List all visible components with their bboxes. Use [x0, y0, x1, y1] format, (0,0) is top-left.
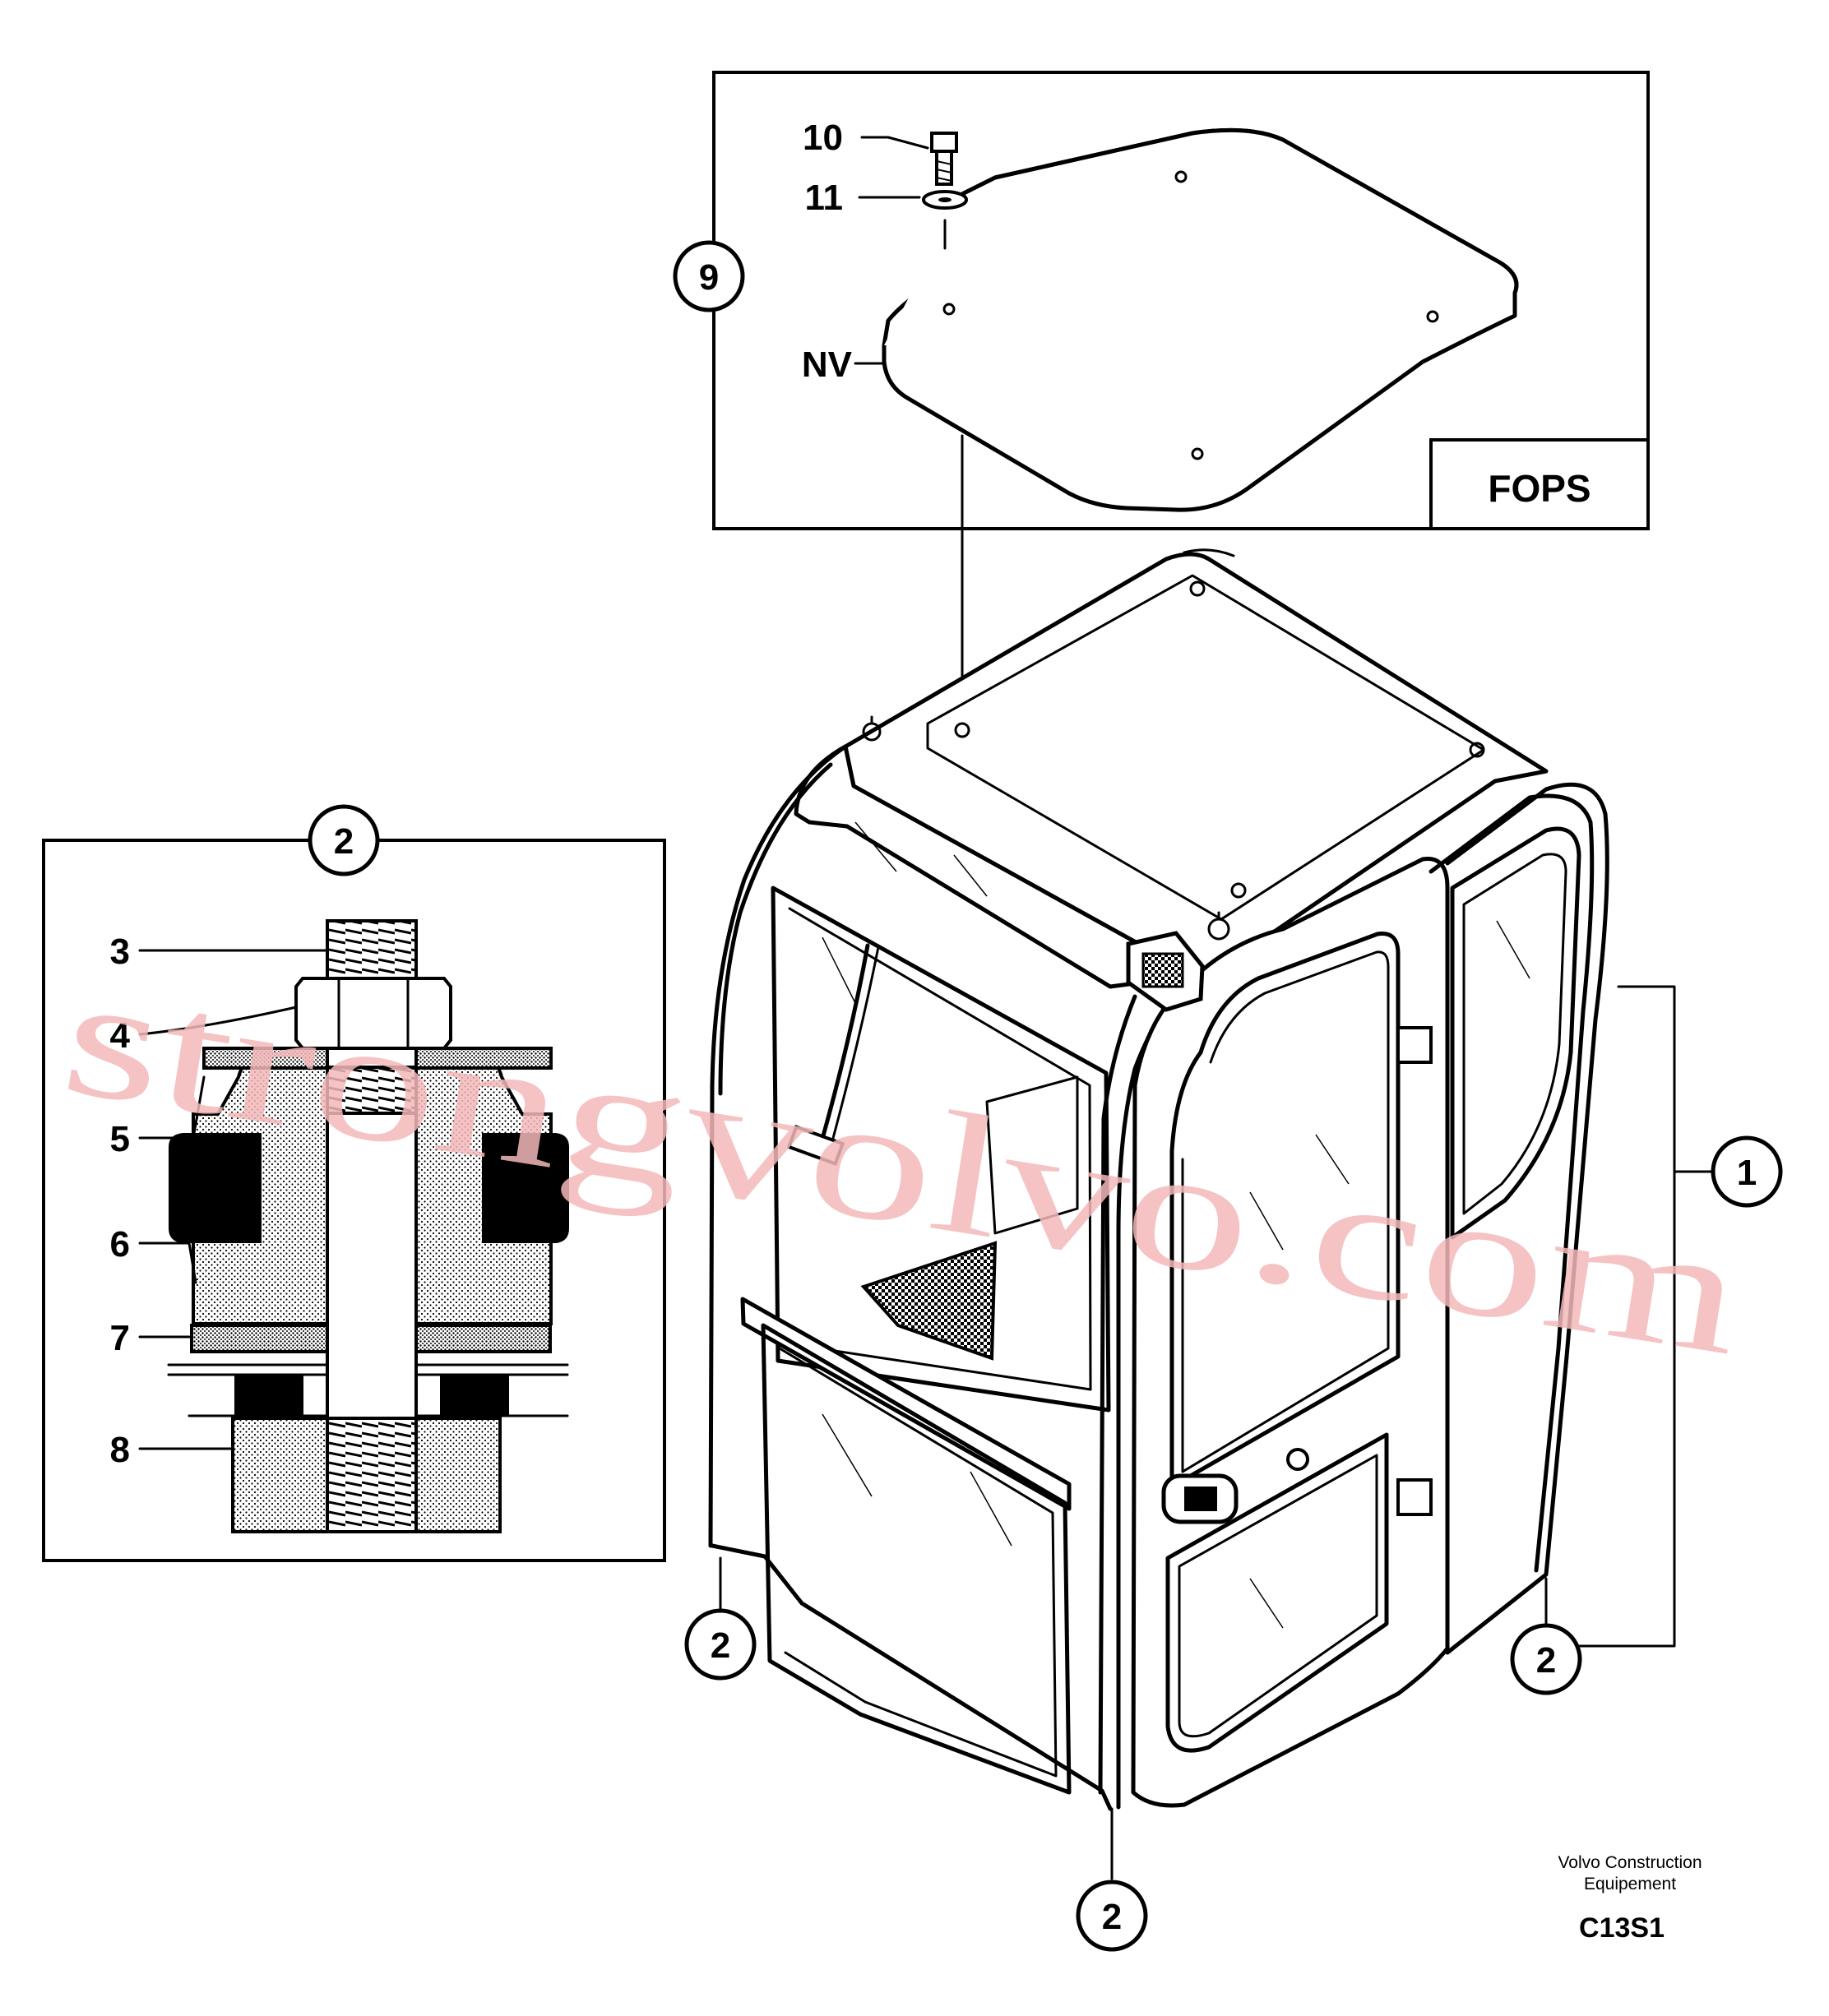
- work-light-icon: [1126, 931, 1205, 1012]
- callout-1-circle: [1711, 1135, 1783, 1208]
- callout-6-label: 6: [110, 1224, 130, 1265]
- callout-4-label: 4: [110, 1015, 131, 1056]
- company-name-line1: Volvo Construction: [1558, 1853, 1702, 1872]
- callout-9-circle: [673, 240, 745, 312]
- callout-9-label: 9: [699, 257, 719, 298]
- callout-10-label: 10: [803, 118, 843, 158]
- washer-icon: [922, 190, 968, 210]
- storage-net: [860, 1241, 998, 1361]
- callout-8-label: 8: [110, 1430, 130, 1470]
- rear-side-window: [1450, 826, 1581, 1240]
- door-lower-window: [1165, 1432, 1389, 1753]
- fops-title: FOPS: [1488, 467, 1591, 510]
- callout-2-rear-circle: [1510, 1623, 1582, 1695]
- front-windscreen: [771, 885, 1111, 1413]
- cab-door: [1131, 856, 1450, 1808]
- callout-5-label: 5: [110, 1119, 130, 1159]
- callout-3-label: 3: [110, 932, 130, 972]
- callout-11-label: 11: [804, 178, 843, 218]
- callout-2-front-left-circle: [684, 1608, 757, 1681]
- bolt-icon: [930, 132, 958, 186]
- cab-left-pillar: [708, 744, 848, 1548]
- bolt-top-thread: [326, 919, 418, 980]
- bolt-bottom-thread: [326, 1417, 418, 1533]
- callout-2-rear-label: 2: [1536, 1640, 1556, 1681]
- cab-callouts: 1 2 2 2: [684, 985, 1783, 1952]
- hinge-icon: [1396, 1026, 1433, 1064]
- fops-title-box: [1429, 438, 1650, 530]
- drawing-footer: Volvo Construction Equipement C13S1: [1558, 1853, 1702, 1944]
- bolt-mid-thread: [326, 1066, 418, 1115]
- mount-detail-panel: 2 3 4: [42, 804, 666, 1562]
- rubber-ring-left: [169, 1133, 262, 1243]
- lower-front-panel: [761, 1323, 1072, 1795]
- fops-guard-plate: [882, 127, 1519, 512]
- company-name-line2: Equipement: [1584, 1875, 1676, 1893]
- callout-2-front-left-label: 2: [711, 1625, 730, 1666]
- fops-panel: FOPS 9 10 11 N: [673, 71, 1650, 530]
- drawing-code: C13S1: [1579, 1912, 1665, 1944]
- callout-1-label: 1: [1737, 1153, 1757, 1193]
- callout-2-front-right-circle: [1076, 1880, 1148, 1952]
- lifting-eye-icon: [862, 715, 882, 742]
- callout-7-label: 7: [110, 1318, 130, 1358]
- detail-title-label: 2: [334, 821, 354, 862]
- detail-title-circle: [308, 804, 380, 876]
- door-lock-icon: [1286, 1448, 1309, 1471]
- operator-cab: [708, 548, 1609, 1880]
- callout-2-front-right-label: 2: [1102, 1897, 1122, 1937]
- door-upper-window: [1169, 932, 1401, 1489]
- callout-nv-label: NV: [802, 344, 853, 385]
- glass-reflection-lines: [822, 821, 1530, 1629]
- cab-rear-frame: [1445, 782, 1609, 1655]
- lifting-eye-icon: [1207, 911, 1230, 941]
- hex-nut: [294, 977, 452, 1050]
- rubber-ring-right: [482, 1133, 569, 1243]
- hinge-icon: [1396, 1478, 1433, 1516]
